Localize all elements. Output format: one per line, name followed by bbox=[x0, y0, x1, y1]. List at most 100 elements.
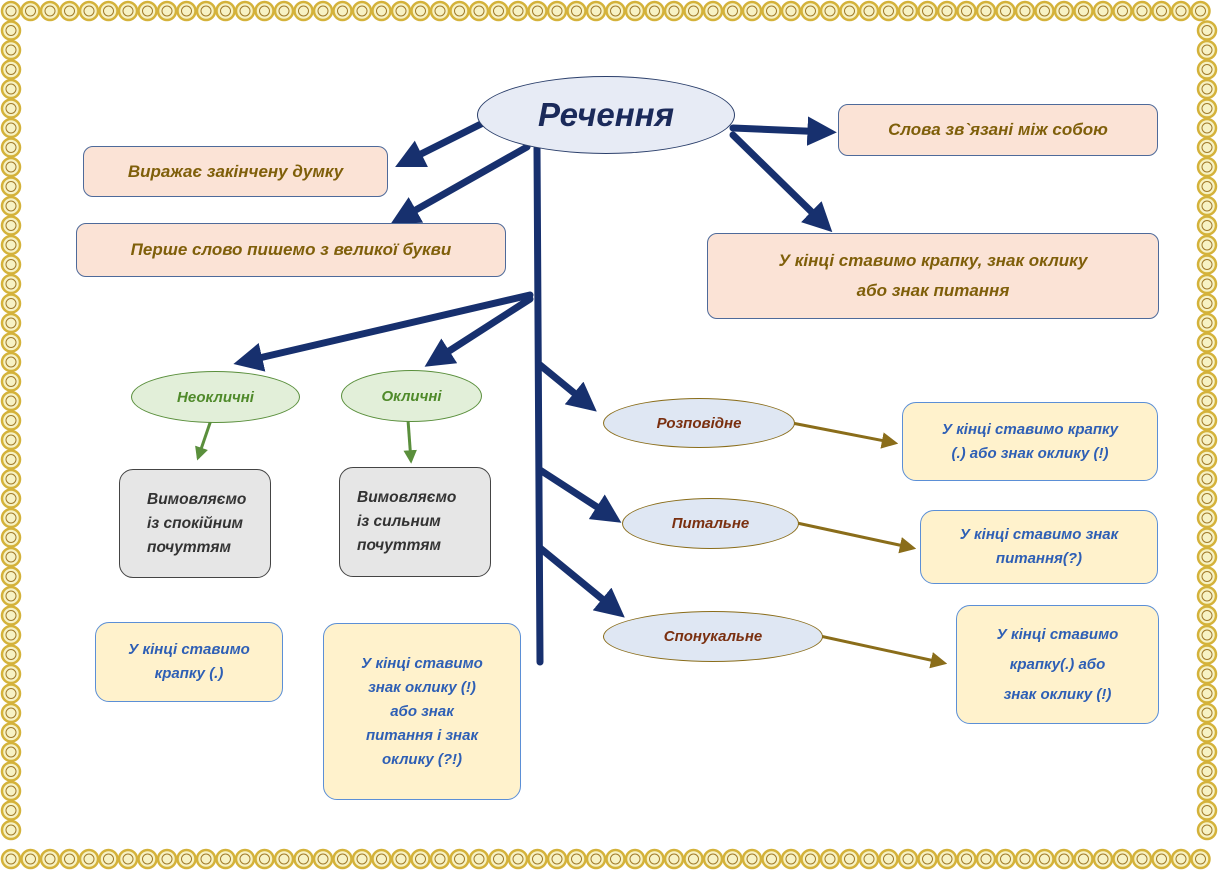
arrow-to-words-linked bbox=[729, 116, 837, 146]
frame-ring-icon bbox=[0, 195, 22, 217]
frame-ring-icon bbox=[741, 848, 763, 870]
frame-ring-icon bbox=[1196, 137, 1218, 158]
frame-ring-icon bbox=[215, 0, 236, 22]
ellipse-narrative: Розповідне bbox=[603, 398, 795, 448]
frame-ring-icon bbox=[98, 0, 119, 22]
frame-ring-icon bbox=[0, 566, 22, 587]
frame-ring-icon bbox=[0, 332, 22, 353]
frame-ring-icon bbox=[0, 780, 22, 802]
frame-ring-icon bbox=[1151, 848, 1172, 870]
frame-ring-icon bbox=[1196, 78, 1218, 100]
trunk-line bbox=[533, 144, 544, 666]
arrow-to-interrogative bbox=[536, 466, 622, 523]
frame-ring-icon bbox=[234, 848, 256, 870]
arrow-to-complete-thought bbox=[395, 119, 487, 167]
frame-ring-icon bbox=[332, 0, 353, 22]
frame-ring-icon bbox=[312, 848, 334, 870]
frame-ring-icon bbox=[468, 848, 490, 870]
frame-ring-icon bbox=[605, 0, 626, 22]
frame-ring-icon bbox=[0, 702, 22, 724]
frame-ring-icon bbox=[975, 0, 997, 22]
frame-ring-icon bbox=[0, 293, 22, 314]
frame-ring-icon bbox=[1196, 488, 1218, 509]
frame-ring-icon bbox=[78, 848, 100, 870]
frame-ring-icon bbox=[0, 137, 22, 158]
arrow-to-non-exclamatory bbox=[233, 291, 534, 372]
frame-ring-icon bbox=[839, 848, 860, 870]
frame-ring-icon bbox=[371, 0, 392, 22]
frame-ring-icon bbox=[702, 848, 724, 870]
frame-ring-icon bbox=[1196, 702, 1218, 724]
frame-ring-icon bbox=[1196, 410, 1218, 431]
frame-ring-icon bbox=[0, 488, 22, 509]
frame-ring-icon bbox=[858, 848, 880, 870]
frame-ring-icon bbox=[995, 848, 1016, 870]
frame-ring-icon bbox=[234, 0, 256, 22]
feature-end-punctuation: У кінці ставимо крапку, знак оклику або … bbox=[707, 233, 1159, 319]
frame-ring-icon bbox=[0, 761, 22, 782]
frame-ring-icon bbox=[429, 0, 451, 22]
frame-ring-icon bbox=[917, 848, 938, 870]
frame-ring-icon bbox=[1196, 293, 1218, 314]
frame-ring-icon bbox=[468, 0, 490, 22]
frame-ring-icon bbox=[1034, 0, 1055, 22]
frame-ring-icon bbox=[1053, 0, 1075, 22]
frame-ring-icon bbox=[0, 410, 22, 431]
arrow-interrogative-rule bbox=[796, 521, 917, 554]
frame-ring-icon bbox=[1196, 722, 1218, 743]
arrow-to-end-punctuation bbox=[729, 131, 833, 233]
frame-ring-icon bbox=[117, 848, 139, 870]
frame-ring-icon bbox=[293, 848, 314, 870]
feature-capital-letter: Перше слово пишемо з великої букви bbox=[76, 223, 506, 277]
frame-ring-icon bbox=[878, 848, 899, 870]
frame-ring-icon bbox=[1170, 0, 1192, 22]
frame-ring-icon bbox=[0, 468, 22, 490]
frame-ring-icon bbox=[351, 0, 373, 22]
frame-ring-icon bbox=[663, 0, 685, 22]
arrow-to-exclamatory bbox=[424, 295, 534, 367]
frame-ring-icon bbox=[0, 0, 22, 22]
frame-ring-icon bbox=[20, 0, 41, 22]
frame-ring-icon bbox=[663, 848, 685, 870]
frame-ring-icon bbox=[0, 59, 22, 80]
frame-ring-icon bbox=[390, 848, 412, 870]
frame-ring-icon bbox=[897, 0, 919, 22]
frame-ring-icon bbox=[20, 848, 41, 870]
frame-ring-icon bbox=[39, 0, 61, 22]
frame-ring-icon bbox=[0, 819, 22, 841]
frame-ring-icon bbox=[176, 0, 197, 22]
frame-ring-icon bbox=[975, 848, 997, 870]
frame-ring-icon bbox=[546, 848, 568, 870]
frame-ring-icon bbox=[156, 848, 178, 870]
frame-ring-icon bbox=[0, 20, 22, 41]
frame-ring-icon bbox=[0, 683, 22, 704]
frame-ring-icon bbox=[0, 254, 22, 275]
frame-ring-icon bbox=[0, 215, 22, 236]
arrow-narrative-rule bbox=[791, 421, 899, 449]
frame-ring-icon bbox=[1196, 390, 1218, 412]
frame-ring-icon bbox=[624, 0, 646, 22]
frame-ring-icon bbox=[1196, 176, 1218, 197]
frame-ring-icon bbox=[1196, 605, 1218, 626]
ellipse-imperative: Спонукальне bbox=[603, 611, 823, 662]
frame-ring-icon bbox=[1196, 195, 1218, 217]
frame-ring-icon bbox=[1196, 819, 1218, 841]
arrow-imperative-rule bbox=[819, 634, 948, 669]
frame-ring-icon bbox=[1196, 117, 1218, 139]
frame-ring-icon bbox=[0, 722, 22, 743]
frame-ring-icon bbox=[371, 848, 392, 870]
frame-ring-icon bbox=[410, 848, 431, 870]
frame-ring-icon bbox=[839, 0, 860, 22]
frame-ring-icon bbox=[1196, 624, 1218, 646]
frame-ring-icon bbox=[1196, 468, 1218, 490]
frame-ring-icon bbox=[0, 39, 22, 61]
feature-words-linked: Слова зв`язані між собою bbox=[838, 104, 1158, 156]
frame-ring-icon bbox=[156, 0, 178, 22]
description-exclamatory: Вимовляємо із сильним почуттям bbox=[339, 467, 491, 577]
frame-ring-icon bbox=[566, 0, 587, 22]
frame-ring-icon bbox=[1170, 848, 1192, 870]
frame-ring-icon bbox=[215, 848, 236, 870]
rule-interrogative: У кінці ставимо знак питання(?) bbox=[920, 510, 1158, 584]
frame-ring-icon bbox=[195, 848, 217, 870]
